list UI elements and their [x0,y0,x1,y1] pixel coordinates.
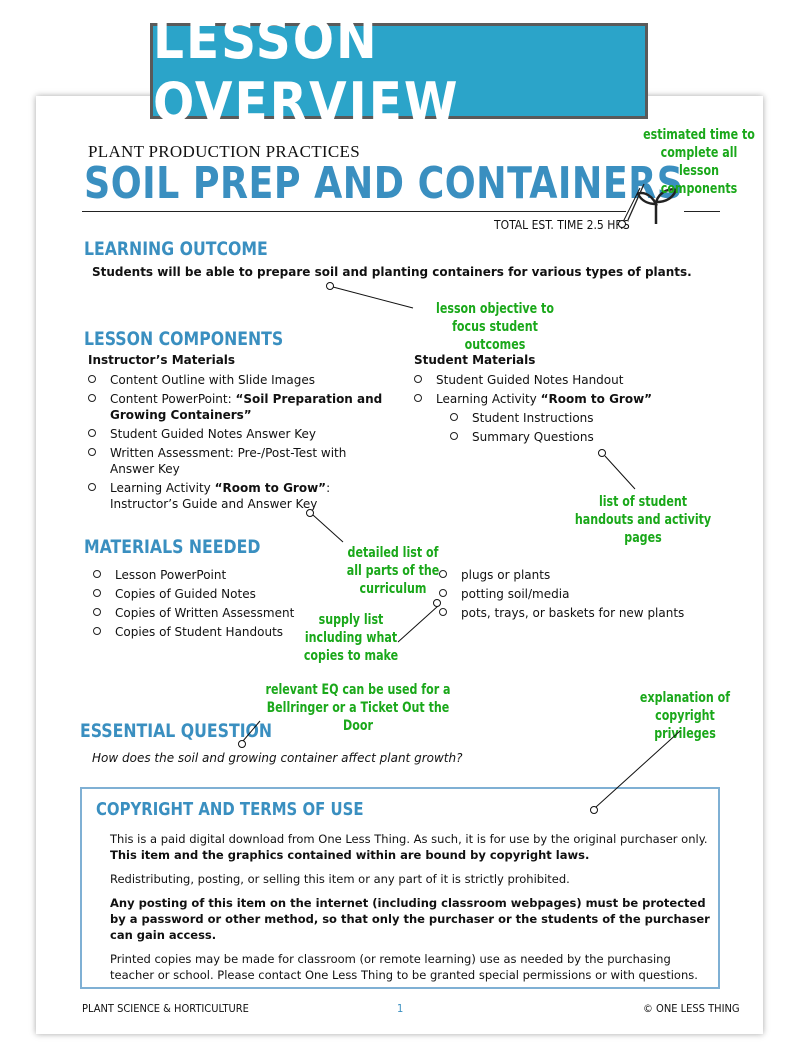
annotation-est-time: estimated time to complete all lesson co… [643,127,755,197]
list-item: Copies of Written Assessment [93,605,333,621]
bullet-icon [88,375,96,383]
copyright-paragraph: Redistributing, posting, or selling this… [110,872,570,886]
bullet-icon [93,608,101,616]
essential-question-heading: ESSENTIAL QUESTION [80,720,273,742]
lesson-components-heading: LESSON COMPONENTS [84,328,284,350]
bullet-icon [88,429,96,437]
student-materials-heading: Student Materials [414,353,536,367]
materials-left-list: Lesson PowerPoint Copies of Guided Notes… [93,567,333,643]
total-est-time: TOTAL EST. TIME 2.5 HRS [494,218,630,232]
bullet-icon [93,570,101,578]
bullet-icon [439,608,447,616]
list-item: Copies of Student Handouts [93,624,333,640]
instructor-materials-heading: Instructor’s Materials [88,353,236,367]
bullet-icon [450,413,458,421]
learning-outcome-heading: LEARNING OUTCOME [84,238,268,260]
copyright-paragraph: Any posting of this item on the internet… [110,896,710,942]
series-title: PLANT PRODUCTION PRACTICES [88,142,360,161]
list-item: Written Assessment: Pre-/Post-Test with … [88,445,393,477]
bullet-icon [439,570,447,578]
student-materials-list: Student Guided Notes Handout Learning Ac… [414,372,714,410]
bullet-icon [93,589,101,597]
footer-right: © ONE LESS THING [643,1002,740,1015]
page-number: 1 [397,1002,404,1015]
list-item: pots, trays, or baskets for new plants [439,605,719,621]
annotation-copyright: explanation of copyright privileges [639,690,731,742]
lesson-title: SOIL PREP AND CONTAINERS [84,158,684,209]
list-item: Student Guided Notes Handout [414,372,714,388]
annotation-objective: lesson objective to focus student outcom… [436,301,554,353]
copyright-heading: COPYRIGHT AND TERMS OF USE [96,799,364,820]
materials-needed-heading: MATERIALS NEEDED [84,536,261,558]
bullet-icon [88,483,96,491]
title-rule [82,211,626,212]
title-rule-right [684,211,720,212]
list-item: plugs or plants [439,567,719,583]
lesson-overview-banner: LESSON OVERVIEW [150,8,648,134]
list-item: potting soil/media [439,586,719,602]
banner-title: LESSON OVERVIEW [153,8,460,134]
essential-question-text: How does the soil and growing container … [92,751,463,765]
list-item: Content PowerPoint: “Soil Preparation an… [88,391,393,423]
bullet-icon [439,589,447,597]
list-item: Learning Activity “Room to Grow”: Instru… [88,480,393,512]
list-item: Student Instructions [450,410,710,426]
bullet-icon [88,448,96,456]
materials-right-list: plugs or plants potting soil/media pots,… [439,567,719,624]
copyright-box: COPYRIGHT AND TERMS OF USE This is a pai… [80,787,720,989]
bullet-icon [414,394,422,402]
annotation-handouts: list of student handouts and activity pa… [574,494,712,546]
bullet-icon [88,394,96,402]
bullet-icon [93,627,101,635]
annotation-detailed: detailed list of all parts of the curric… [346,545,440,597]
list-item: Learning Activity “Room to Grow” [414,391,714,407]
list-item: Student Guided Notes Answer Key [88,426,393,442]
plant-sprout-icon [627,183,678,224]
annotation-supply: supply list including what copies to mak… [303,612,399,664]
footer-left: PLANT SCIENCE & HORTICULTURE [82,1002,249,1015]
bullet-icon [450,432,458,440]
copyright-paragraph: Printed copies may be made for classroom… [110,952,698,982]
instructor-materials-list: Content Outline with Slide Images Conten… [88,372,393,515]
list-item: Summary Questions [450,429,710,445]
list-item: Content Outline with Slide Images [88,372,393,388]
document-page [36,96,763,1034]
list-item: Copies of Guided Notes [93,586,333,602]
annotation-eq: relevant EQ can be used for a Bellringer… [265,682,451,734]
student-subitems-list: Student Instructions Summary Questions [450,410,710,448]
bullet-icon [414,375,422,383]
copyright-paragraph: This is a paid digital download from One… [110,832,708,862]
list-item: Lesson PowerPoint [93,567,333,583]
copyright-body: This is a paid digital download from One… [110,831,710,991]
learning-outcome-text: Students will be able to prepare soil an… [92,265,692,279]
